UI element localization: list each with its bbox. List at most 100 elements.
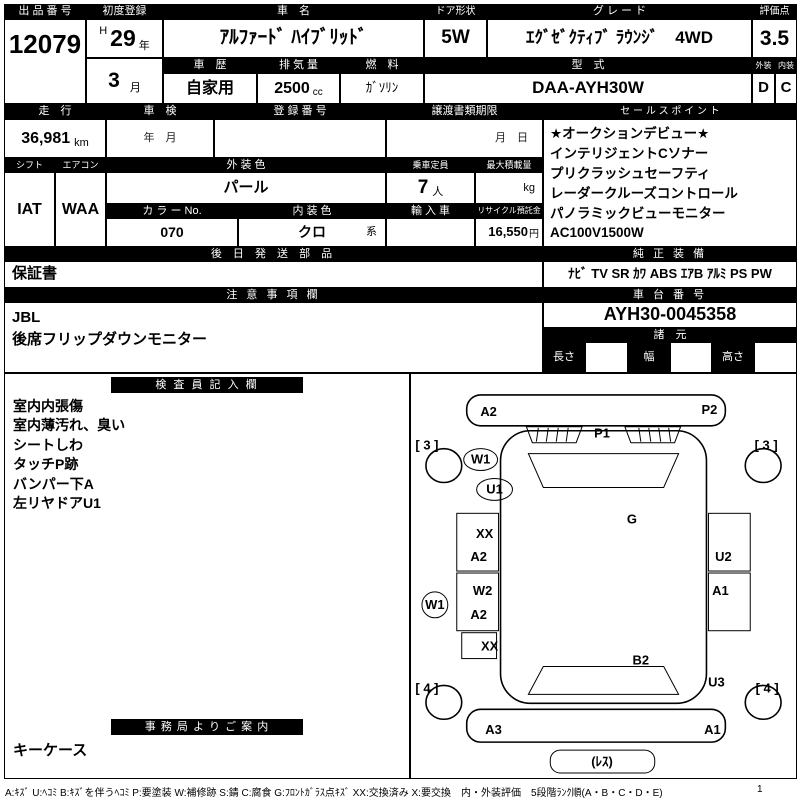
line-item: シートしわ bbox=[13, 436, 83, 453]
shaken-header: 車 検 bbox=[106, 104, 214, 119]
damage-mark: A2 bbox=[470, 549, 487, 564]
year-unit: 年 bbox=[138, 39, 150, 52]
fuel-type: ｶﾞｿﾘﾝ bbox=[340, 73, 424, 104]
max-load: kg bbox=[475, 172, 543, 204]
displacement-unit: cc bbox=[312, 87, 323, 98]
month-unit: 月 bbox=[129, 81, 141, 94]
capacity-value: 7 bbox=[417, 176, 429, 198]
damage-mark: (ﾚｽ) bbox=[591, 754, 613, 769]
recycle-fee-value: 16,550 bbox=[488, 224, 528, 240]
line-item: 室内薄汚れ、臭い bbox=[13, 417, 126, 434]
door-shape: 5W bbox=[424, 19, 487, 58]
length-label: 長さ bbox=[543, 342, 585, 373]
car-history-header: 車 歴 bbox=[163, 58, 257, 73]
line-item: プリクラッシュセーフティ bbox=[550, 165, 711, 181]
mileage: 36,981 km bbox=[4, 119, 106, 158]
damage-mark: A1 bbox=[712, 583, 729, 598]
first-registration-year: H 29 年 bbox=[86, 19, 163, 58]
genuine-equipment-header: 純 正 装 備 bbox=[543, 247, 797, 261]
auction-score: 3.5 bbox=[752, 19, 797, 58]
damage-mark: A3 bbox=[485, 722, 502, 737]
windshield-shape bbox=[527, 453, 680, 488]
displacement-value: 2500 bbox=[274, 79, 310, 97]
mark-circle-u1 bbox=[476, 478, 513, 501]
registration-number bbox=[214, 119, 386, 158]
mileage-unit: km bbox=[74, 136, 89, 149]
line-item: 室内内張傷 bbox=[13, 398, 83, 414]
registration-year: 29 bbox=[110, 24, 136, 51]
damage-mark: A1 bbox=[704, 722, 721, 737]
displacement-header: 排 気 量 bbox=[257, 58, 340, 73]
caution-header: 注 意 事 項 欄 bbox=[4, 288, 543, 302]
grade: ｴｸﾞｾﾞｸﾃｨﾌﾞ ﾗｳﾝｼﾞ 4WD bbox=[487, 19, 752, 58]
width-label: 幅 bbox=[628, 342, 670, 373]
line-item: ★オークションデビュー★ bbox=[550, 126, 710, 141]
left-quarter-panel bbox=[461, 632, 498, 660]
exterior-color-header: 外 装 色 bbox=[106, 158, 386, 172]
aircon-type: WAA bbox=[55, 172, 106, 247]
max-load-header: 最大積載量 bbox=[475, 158, 543, 172]
grade-header: グ レ ー ド bbox=[487, 4, 752, 19]
interior-grade: C bbox=[775, 73, 797, 104]
left-rear-door-panel bbox=[456, 572, 500, 632]
length-value bbox=[585, 342, 628, 373]
cowl-left-shape bbox=[525, 426, 583, 444]
import-car-header: 輸 入 車 bbox=[386, 204, 475, 218]
line-item: バンパー下A bbox=[13, 475, 94, 492]
exterior-grade: D bbox=[752, 73, 775, 104]
line-item: タッチP跡 bbox=[13, 456, 79, 473]
lot-number-header: 出 品 番 号 bbox=[4, 4, 86, 19]
shift-header: シフト bbox=[4, 158, 55, 172]
model-code: DAA-AYH30W bbox=[424, 73, 752, 104]
capacity-unit: 人 bbox=[432, 185, 444, 198]
height-label: 高さ bbox=[712, 342, 754, 373]
chassis-number: AYH30-0045358 bbox=[543, 302, 797, 328]
damage-mark: [ 4 ] bbox=[415, 680, 438, 695]
mileage-header: 走 行 bbox=[4, 104, 106, 119]
score-header: 評価点 bbox=[752, 4, 797, 19]
car-history: 自家用 bbox=[163, 73, 257, 104]
car-body-shape bbox=[499, 429, 708, 705]
recycle-fee-header: リサイクル預託金 bbox=[475, 204, 543, 218]
damage-mark: XX bbox=[481, 639, 499, 654]
import-car bbox=[386, 218, 475, 247]
inspector-notes-header: 検 査 員 記 入 欄 bbox=[111, 377, 303, 393]
line-item: 後席フリップダウンモニター bbox=[12, 330, 208, 348]
line-item: インテリジェントCソナー bbox=[550, 145, 709, 161]
legend-text: A:ｷｽﾞ U:ﾍｺﾐ B:ｷｽﾞを伴うﾍｺﾐ P:要塗装 W:補修跡 S:錆 … bbox=[5, 788, 663, 799]
right-front-door-panel bbox=[707, 512, 751, 572]
interior-color-header: 内 装 色 bbox=[238, 204, 386, 218]
damage-mark: XX bbox=[476, 526, 494, 541]
first-registration-month: 3 月 bbox=[86, 58, 163, 104]
mark-circle-w1-side bbox=[421, 591, 449, 619]
interior-color: クロ 系 bbox=[238, 218, 386, 247]
office-info-header: 事 務 局 よ り ご 案 内 bbox=[111, 719, 303, 735]
dimensions-header: 諸 元 bbox=[543, 328, 797, 342]
front-bumper-shape bbox=[465, 394, 727, 427]
recycle-fee-unit: 円 bbox=[529, 229, 539, 240]
line-item: パノラミックビューモニター bbox=[550, 205, 726, 221]
interior-grade-header: 内装 bbox=[775, 58, 797, 73]
door-shape-header: ドア形状 bbox=[424, 4, 487, 19]
registration-number-header: 登 録 番 号 bbox=[214, 104, 386, 119]
line-item: レーダークルーズコントロール bbox=[550, 185, 738, 201]
shift-type: IAT bbox=[4, 172, 55, 247]
damage-mark: [ 4 ] bbox=[756, 680, 779, 695]
damage-mark: U1 bbox=[486, 481, 503, 496]
inspector-section: 検 査 員 記 入 欄 室内内張傷室内薄汚れ、臭いシートしわタッチP跡バンパー下… bbox=[4, 373, 410, 779]
lot-number: 12079 bbox=[4, 19, 86, 104]
capacity-header: 乗車定員 bbox=[386, 158, 475, 172]
rear-right-wheel bbox=[744, 684, 782, 721]
transfer-deadline-header: 譲渡書類期限 bbox=[386, 104, 543, 119]
recycle-fee: 16,550 円 bbox=[475, 218, 543, 247]
car-name: ｱﾙﾌｧｰﾄﾞ ﾊｲﾌﾞﾘｯﾄﾞ bbox=[163, 19, 424, 58]
page-number: 1 bbox=[757, 784, 763, 795]
front-left-wheel bbox=[425, 447, 463, 484]
color-number: 070 bbox=[106, 218, 238, 247]
seating-capacity: 7 人 bbox=[386, 172, 475, 204]
era-code: H bbox=[99, 25, 108, 37]
damage-mark: [ 3 ] bbox=[755, 438, 778, 453]
